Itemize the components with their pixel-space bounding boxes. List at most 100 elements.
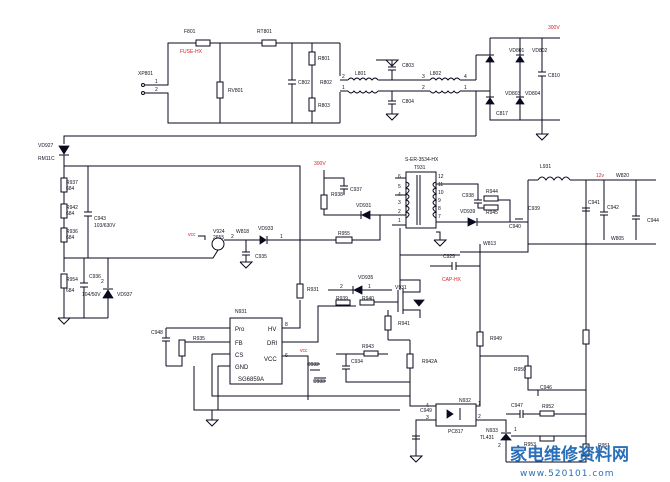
wire (198, 235, 206, 240)
c942-label: C942 (607, 205, 619, 211)
l802-label: L802 (430, 71, 441, 77)
pc817-pin3: 3 (426, 415, 429, 421)
inductor-l931 (537, 176, 571, 181)
pwm-controller-section: N931 Pro FB CS GND HV DRI VCC SG6859A 8 … (151, 283, 410, 427)
choke-l802-top (429, 77, 461, 81)
bridge-rectifier: 300V VD801 VD802 VD803 VD804 C817 C810 (476, 25, 560, 141)
wire (323, 209, 362, 216)
xp801-label: XP801 (138, 71, 153, 77)
r937-value: 684 (66, 186, 75, 192)
ic-pin-drv: DRI (267, 341, 278, 347)
vd804-label: VD804 (525, 91, 541, 97)
resistor-r935 (178, 339, 186, 357)
r935-label: R935 (193, 336, 205, 342)
zener-pin2: 2 (101, 279, 104, 285)
wire (403, 290, 421, 293)
wire (460, 180, 529, 253)
ground-symbol (385, 113, 400, 121)
rv801-label: RV801 (228, 88, 243, 94)
n933-label: N933 (486, 428, 498, 434)
c943-value: 103/630V (94, 223, 116, 229)
v931-label: V931 (395, 285, 407, 291)
wire (63, 135, 476, 144)
output-filter-section: L931 12v W820 C941 C942 C944 W805 (528, 164, 659, 446)
tl431-pin1: 1 (514, 427, 517, 433)
wire (436, 183, 479, 200)
l801-pin1: 1 (342, 85, 345, 91)
startup-section: VD927 RM11C R937 684 R942 684 R936 684 C… (38, 135, 476, 325)
c810-label: C810 (548, 73, 560, 79)
transformer-t931 (405, 171, 437, 229)
ic-pin-vcc: VCC (264, 357, 277, 363)
l802-pin2: 2 (422, 85, 425, 91)
wire (211, 354, 410, 397)
r955-label: R955 (338, 231, 350, 237)
wire (145, 42, 196, 86)
r954-value: 684 (66, 288, 75, 294)
n932-label: N932 (459, 398, 471, 404)
t931-pin10: 10 (438, 190, 444, 196)
c949-label: C949 (420, 408, 432, 414)
transformer-name: S-ER-3534-HX (405, 157, 439, 163)
choke-l802-bottom (429, 90, 461, 94)
wire (527, 378, 586, 391)
resistor-r801 (308, 51, 316, 66)
ground-symbol (409, 455, 424, 463)
wire (193, 366, 218, 411)
c803-label: C803 (402, 63, 414, 69)
r942-value: 684 (66, 211, 75, 217)
wire (145, 92, 340, 124)
l802-pin4: 4 (464, 74, 467, 80)
r939-label: R939 (336, 296, 348, 302)
vd801-label: VD801 (509, 48, 525, 54)
transformer-primary-winding (404, 181, 410, 219)
w818-label: W818 (236, 229, 249, 235)
w818-pin2: 2 (231, 234, 234, 240)
c935-label: C935 (255, 254, 267, 260)
wire (352, 214, 395, 241)
wire (63, 155, 301, 284)
f801-label: F801 (184, 29, 196, 35)
r943-label: R943 (362, 344, 374, 350)
watermark: 家电维修资料网 www.520101.com (510, 444, 629, 479)
vd939-label: VD939 (460, 209, 476, 215)
wire (108, 249, 219, 259)
rt801-label: RT801 (257, 29, 272, 35)
c946-label: C946 (540, 385, 552, 391)
t931-pin1: 1 (398, 218, 401, 224)
choke-l801-top (347, 77, 379, 81)
t931-pin9: 9 (438, 198, 441, 204)
r803-label: R803 (318, 103, 330, 109)
c929-label: C929 (443, 254, 455, 260)
watermark-text: 家电维修资料网 (510, 444, 629, 465)
r802-label: R802 (320, 80, 332, 86)
ground-symbol (205, 419, 220, 427)
resistor-r931 (296, 283, 304, 299)
feedback-section: R949 R950 C946 N932 PC817 1 2 4 3 C949 C… (409, 244, 610, 463)
cap-hx-label: CAP-HX (442, 277, 462, 283)
w805-label: W805 (611, 236, 624, 242)
resistor-r955 (335, 236, 353, 244)
thermistor-rt801 (261, 39, 277, 47)
vcc-right-label: vcc (300, 348, 308, 354)
wire (403, 309, 421, 318)
pc817-pin2: 2 (478, 414, 481, 420)
wire (476, 386, 481, 407)
vd935-pin1: 1 (368, 284, 371, 290)
opto-led (446, 409, 454, 419)
r942-label: R942 (66, 205, 78, 211)
resistor-r948 (582, 329, 590, 345)
wire (324, 177, 345, 186)
ic-pin-cs: CS (235, 353, 243, 359)
c939-label: C939 (528, 206, 540, 212)
w813-label: W813 (483, 241, 496, 247)
optocoupler-pc817 (435, 403, 477, 427)
ic-pin-hv: HV (268, 327, 276, 333)
r931-label: R931 (307, 287, 319, 293)
resistor-r943 (363, 350, 379, 357)
c938-label: C938 (462, 193, 474, 199)
r801-label: R801 (318, 56, 330, 62)
t931-label: T931 (414, 165, 426, 171)
c941-label: C941 (588, 200, 600, 206)
